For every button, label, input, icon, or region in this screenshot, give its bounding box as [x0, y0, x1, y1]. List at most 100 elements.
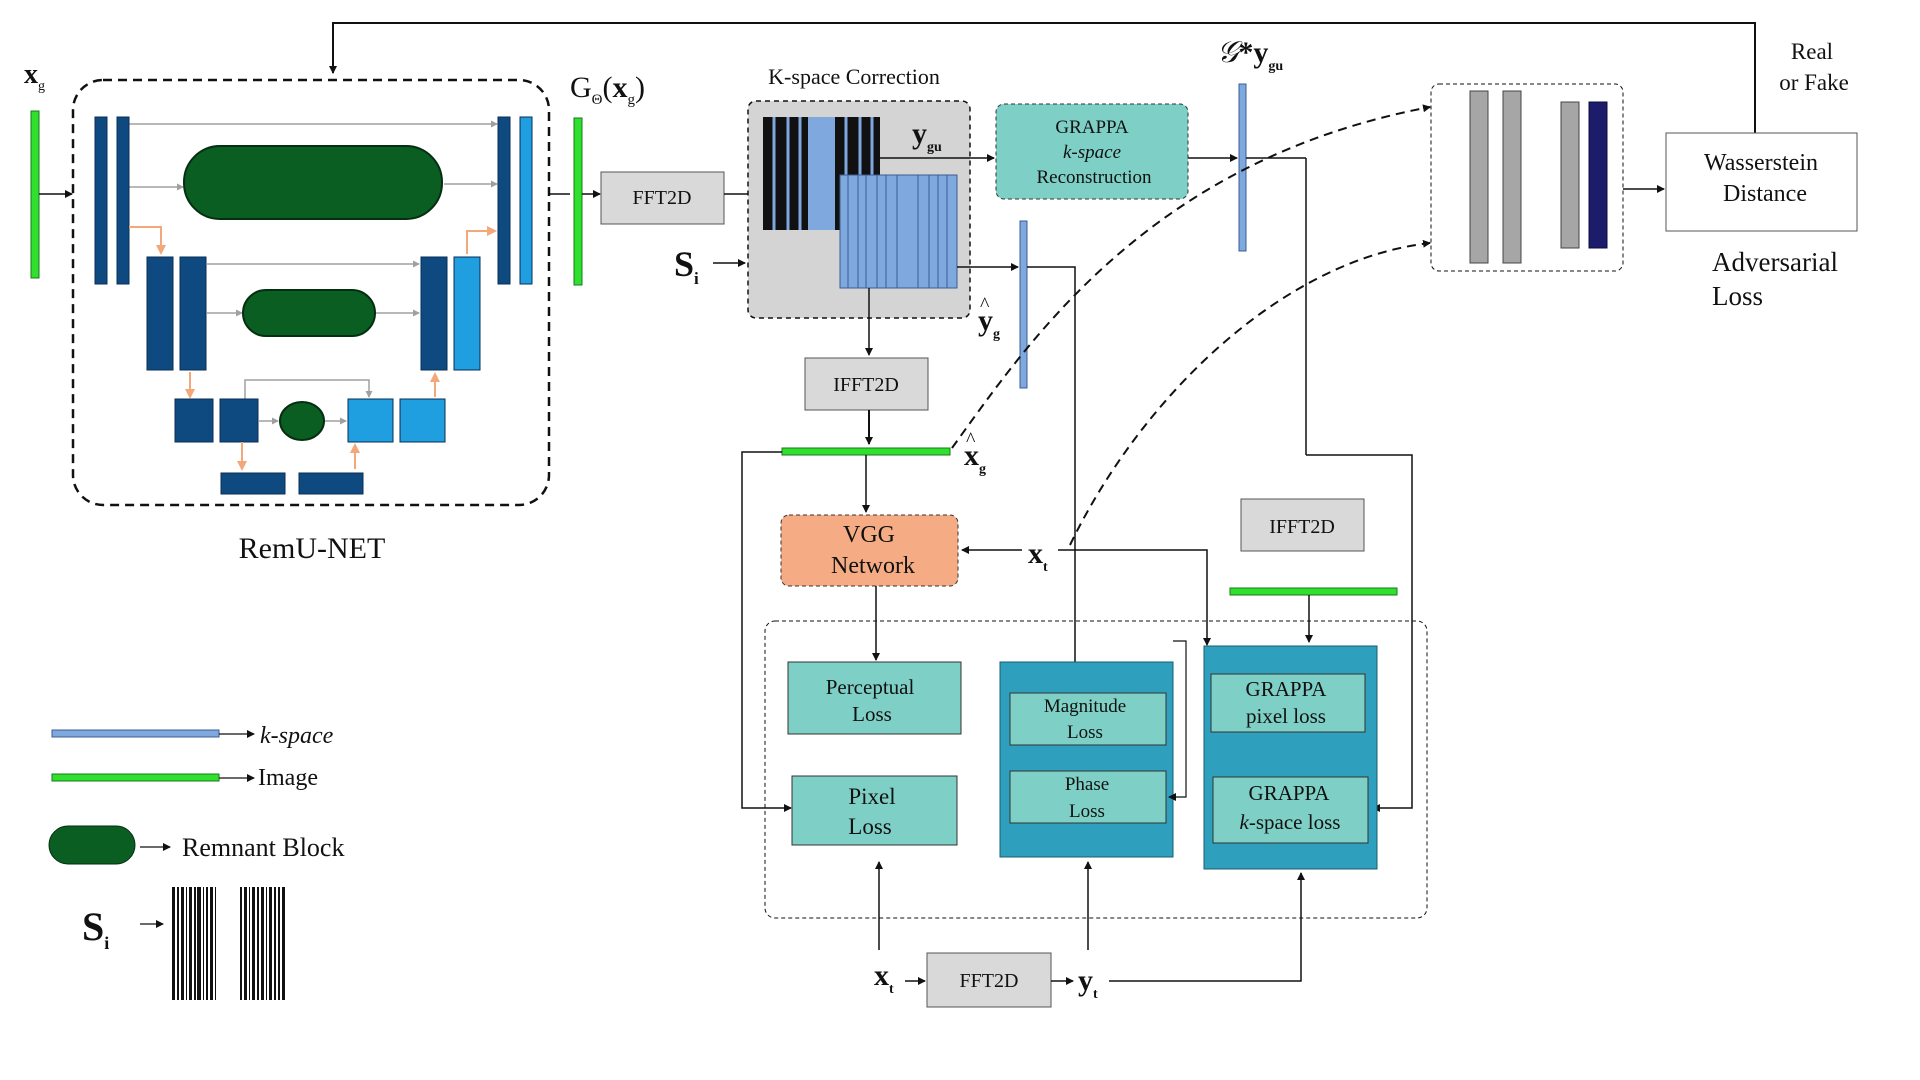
dec2-bar-b [453, 256, 481, 371]
corrected-kspace [839, 174, 958, 289]
enc2-bar-a [146, 256, 174, 371]
legend-remnant-label: Remnant Block [182, 833, 344, 862]
disc-bar-2 [1502, 90, 1522, 264]
enc1-bar-a [94, 116, 108, 285]
real-fake-line2: or Fake [1779, 70, 1849, 95]
sampling-arrows [129, 226, 497, 471]
fft2d-bottom-box [926, 952, 1052, 1008]
remunet-container [71, 78, 551, 507]
dec3-block-a [347, 398, 394, 443]
ifft2d-right-box [1240, 498, 1365, 552]
sampling-mask-1 [172, 887, 216, 1000]
pixel-line2: Loss [848, 814, 892, 839]
discriminator-box [1430, 83, 1624, 272]
grappa-recon-box [995, 103, 1189, 200]
magnitude-loss-box [1009, 692, 1167, 746]
remnant-block-large [183, 145, 443, 220]
xg-hat-to-pixel [741, 451, 792, 812]
legend-kspace-label: k-space [260, 723, 334, 749]
yt-to-grappa-kspace [1109, 872, 1305, 982]
legend-remnant-swatch [48, 825, 136, 865]
magnitude-line2: Loss [1067, 722, 1103, 743]
pixel-loss-box [791, 775, 958, 846]
xt-to-discriminator [1069, 239, 1431, 546]
vgg-line1: VGG [843, 522, 895, 548]
remnant-block-small [279, 401, 325, 441]
ifft2d-center-box [804, 357, 929, 411]
adversarial-line1: Adversarial [1712, 247, 1838, 277]
enc1-bar-b [116, 116, 130, 285]
grappa-kspace-bar [1238, 83, 1247, 252]
grappa-image-bar [1229, 587, 1398, 596]
grappa-pixel-loss-box [1210, 673, 1366, 733]
yt-label: yt [1078, 964, 1098, 1002]
phase-line2: Loss [1069, 801, 1105, 822]
grappa-pixel-line2: pixel loss [1246, 704, 1326, 728]
xg-hat-image-bar [781, 447, 951, 456]
grappa-kspace-line2: k-space loss [1240, 810, 1341, 834]
sampling-mask-2 [240, 887, 285, 1000]
ifft2d-center-label: IFFT2D [833, 374, 899, 396]
enc3-block-a [174, 398, 214, 443]
dec1-bar-a [497, 116, 511, 285]
grappa-output-label: 𝒢*ygu [1217, 36, 1283, 74]
wasserstein-box [1665, 132, 1858, 232]
xt-to-grappa-loss [1058, 549, 1211, 646]
grappa-pixel-line1: GRAPPA [1246, 677, 1328, 701]
bottleneck-bar-b [298, 472, 364, 495]
magnitude-phase-group [999, 661, 1174, 858]
xt-bottom-label: xt [874, 959, 894, 997]
real-fake-line1: Real [1791, 39, 1833, 64]
yg-hat-caret: ^ [980, 294, 990, 316]
enc3-block-b [219, 398, 259, 443]
grappa-kspace-loss-box [1212, 776, 1369, 844]
wasserstein-line1: Wasserstein [1704, 150, 1818, 176]
ygu-label: ygu [912, 117, 942, 155]
wasserstein-line2: Distance [1723, 181, 1807, 207]
disc-bar-3 [1560, 101, 1580, 249]
yg-hat-to-magnitude [1027, 266, 1079, 691]
undersampled-kspace [763, 117, 880, 230]
ifft2d-right-label: IFFT2D [1269, 516, 1335, 538]
si-label: Si [674, 244, 699, 288]
legend: k-space Image Remnant Block Si [48, 723, 344, 1000]
yg-hat-kspace-bar [1019, 220, 1028, 389]
legend-image-label: Image [258, 765, 318, 791]
xt-mid-label: xt [1028, 537, 1048, 575]
yg-hat-label: yg [978, 304, 1000, 342]
legend-si-label: Si [82, 904, 109, 953]
dec3-block-b [399, 398, 446, 443]
remnant-block-medium [242, 289, 376, 337]
grappa-recon-line2: k-space [1063, 142, 1121, 163]
grappa-kspace-line1: GRAPPA [1249, 781, 1331, 805]
disc-bar-4 [1588, 101, 1608, 249]
perceptual-loss-box [787, 661, 962, 735]
phase-feedback [1168, 640, 1187, 801]
perceptual-line1: Perceptual [826, 675, 915, 699]
enc2-bar-b [179, 256, 207, 371]
phase-line1: Phase [1065, 774, 1109, 795]
skip-connections [129, 120, 498, 425]
phase-loss-box [1009, 770, 1167, 824]
grappa-to-kspace-loss [1306, 454, 1413, 812]
feedback-line [329, 22, 1756, 133]
legend-kspace-swatch [51, 729, 220, 738]
fft2d-bottom-label: FFT2D [960, 970, 1019, 992]
kspace-correction-title: K-space Correction [768, 64, 940, 89]
remunet-label: RemU-NET [239, 532, 386, 565]
g-theta-label: GΘ(xg) [570, 71, 645, 108]
grappa-recon-line1: GRAPPA [1055, 117, 1129, 138]
grappa-recon-line3: Reconstruction [1036, 167, 1152, 188]
vgg-box [780, 514, 959, 587]
perceptual-line2: Loss [852, 702, 892, 726]
gx-image-bar [573, 117, 583, 286]
xg-hat-label: xg [964, 439, 986, 477]
loss-container [764, 620, 1428, 919]
vgg-line2: Network [831, 553, 915, 579]
xg-hat-to-discriminator [951, 104, 1431, 449]
fft2d-label: FFT2D [633, 187, 692, 209]
pixel-line1: Pixel [848, 784, 895, 809]
fft2d-box [600, 171, 725, 225]
dec2-bar-a [420, 256, 448, 371]
